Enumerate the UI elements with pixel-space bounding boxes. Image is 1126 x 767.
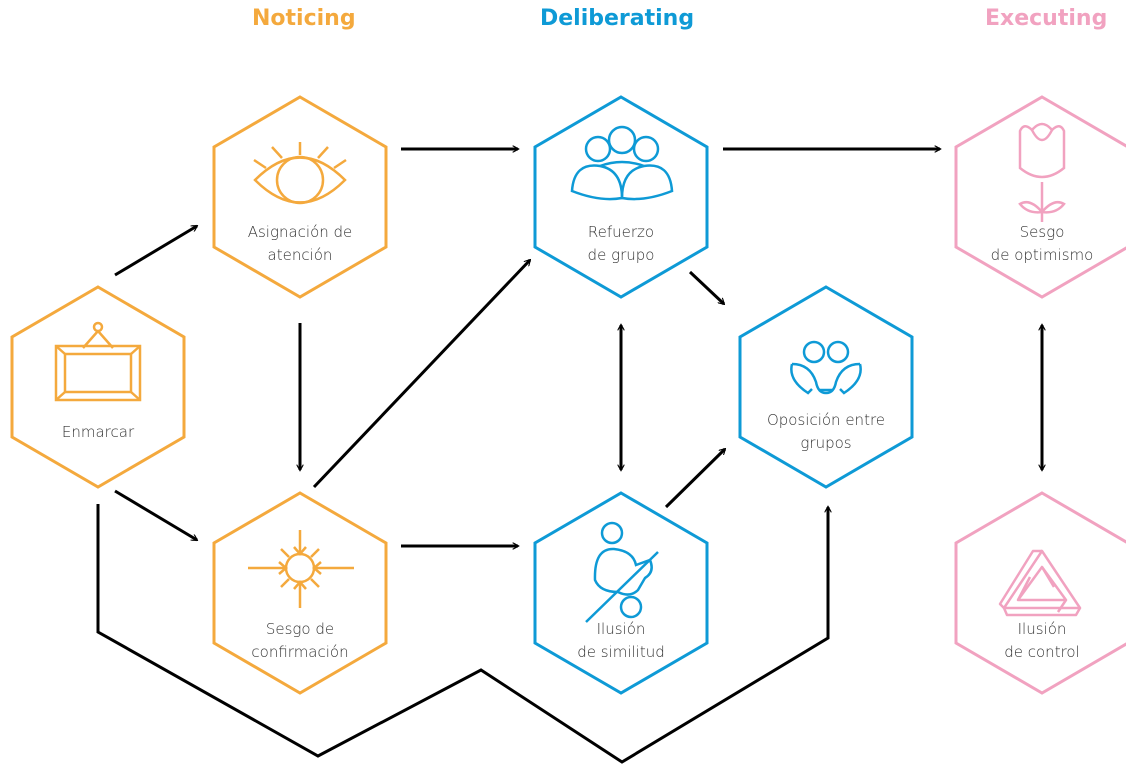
stage-header-deliberating: Deliberating <box>540 6 695 31</box>
hex-control <box>954 491 1126 695</box>
hex-optimismo <box>954 95 1126 299</box>
node-label-line: Enmarcar <box>61 423 135 441</box>
node-label-line: atención <box>267 246 333 264</box>
stage-header-noticing: Noticing <box>252 6 356 31</box>
hex-oposicion <box>738 285 914 489</box>
arrow-confirmacion-refuerzo <box>312 260 530 489</box>
group-people-icon <box>570 125 674 201</box>
hex-asignacion <box>212 95 388 299</box>
node-label-line: Asignación de <box>247 223 353 241</box>
node-label-enmarcar: Enmarcar <box>62 421 134 444</box>
eye-icon <box>253 142 347 205</box>
node-label-line: de similitud <box>577 643 665 661</box>
picture-frame-icon <box>54 321 142 402</box>
node-label-line: Ilusión <box>596 620 646 638</box>
node-label-line: Sesgo de <box>265 620 335 638</box>
node-label-similitud: Ilusión de similitud <box>577 618 665 664</box>
arrow-similitud-oposicion <box>664 449 725 509</box>
node-label-line: Oposición entre <box>766 411 886 429</box>
node-label-line: de control <box>1004 643 1080 661</box>
node-label-line: de optimismo <box>990 246 1094 264</box>
impossible-triangle-icon <box>998 549 1082 617</box>
node-label-refuerzo: Refuerzo de grupo <box>588 221 655 267</box>
node-label-line: Refuerzo <box>587 223 655 241</box>
arrow-enmarcar-confirmacion <box>114 489 197 542</box>
node-label-line: grupos <box>800 434 852 452</box>
node-label-line: Ilusión <box>1017 620 1067 638</box>
node-label-line: de grupo <box>587 246 655 264</box>
node-label-oposicion: Oposición entre grupos <box>767 409 885 455</box>
hex-similitud <box>533 491 709 695</box>
arrow-refuerzo-oposicion <box>688 270 724 304</box>
node-label-asignacion: Asignación de atención <box>248 221 353 267</box>
hex-enmarcar <box>10 285 186 489</box>
hex-refuerzo <box>533 95 709 299</box>
node-label-line: Sesgo <box>1019 223 1065 241</box>
arrow-enmarcar-oposicion <box>96 504 828 764</box>
target-sun-icon <box>248 530 354 608</box>
stage-header-executing: Executing <box>985 6 1108 31</box>
hex-confirmacion <box>212 491 388 695</box>
node-label-optimismo: Sesgo de optimismo <box>991 221 1094 267</box>
person-illusion-icon <box>585 521 659 623</box>
node-label-confirmacion: Sesgo de confirmación <box>251 618 348 664</box>
arrow-enmarcar-asignacion <box>114 224 197 277</box>
node-label-control: Ilusión de control <box>1004 618 1080 664</box>
node-label-line: confirmación <box>251 643 349 661</box>
tulip-flower-icon <box>1018 122 1066 222</box>
opposing-groups-icon <box>790 340 862 395</box>
